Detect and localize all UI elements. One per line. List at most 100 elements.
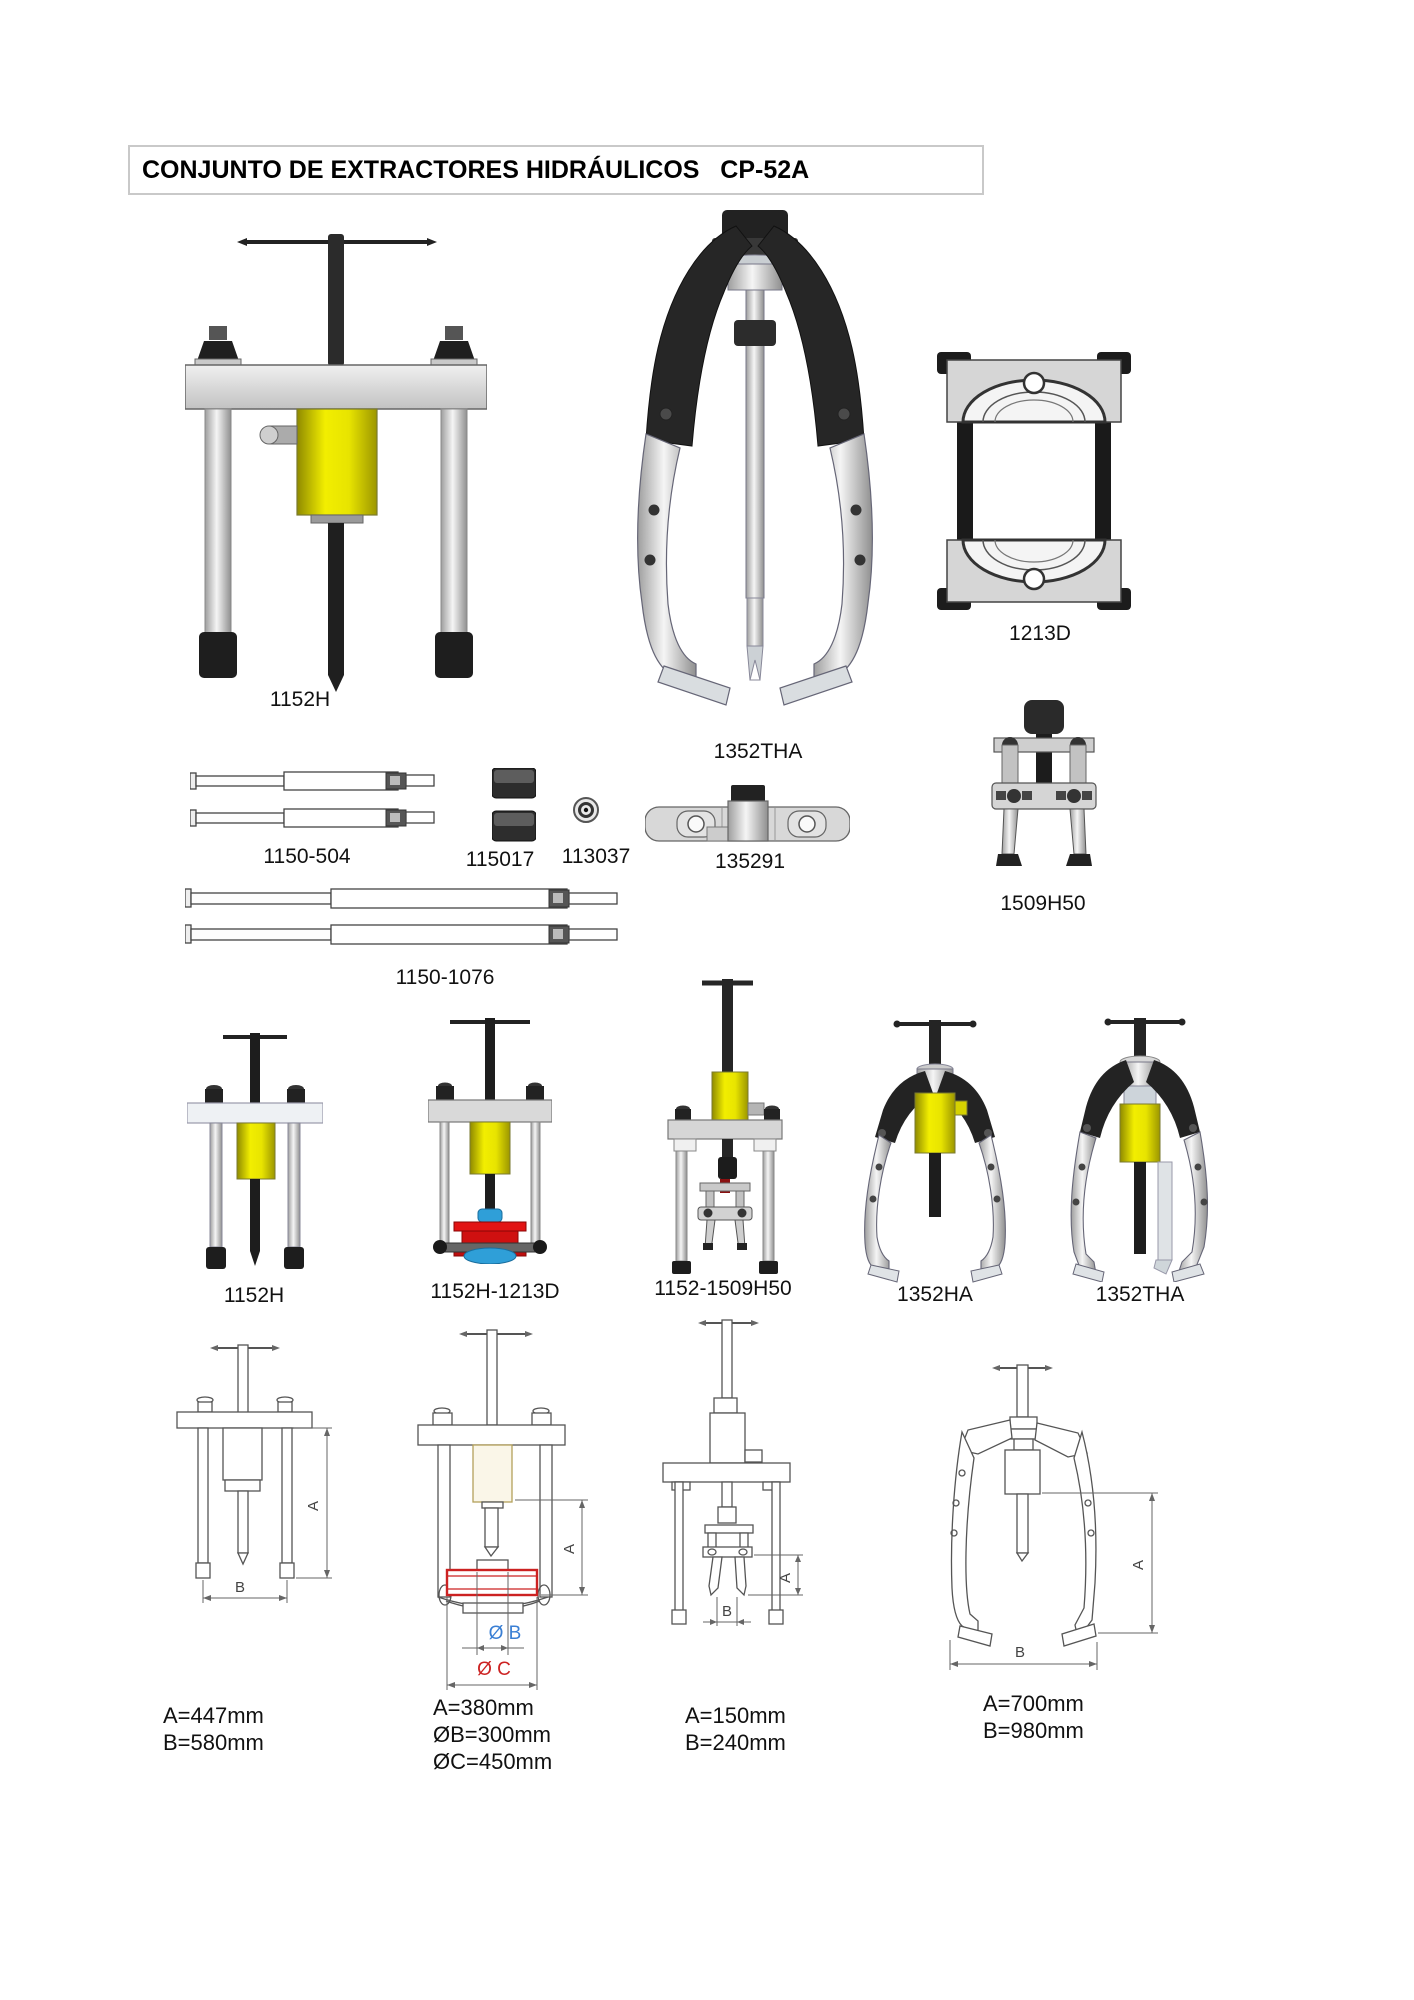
center-spindle (328, 523, 344, 692)
part-label: 1150-504 (263, 845, 351, 868)
line-drawing-2: A Ø B Ø C (417, 1329, 588, 1690)
part-label: 1352HA (897, 1283, 973, 1306)
puller-with-small-puller-illustration (667, 979, 783, 1274)
rod (185, 888, 618, 909)
drawing-1152h-dimensions: A B (152, 1340, 337, 1615)
spec-line: A=700mm (983, 1691, 1084, 1716)
hydraulic-cylinder (236, 1122, 276, 1180)
bolt-hole (687, 815, 705, 833)
spec-line: B=240mm (685, 1730, 786, 1755)
line-drawing-3: A B (662, 1319, 803, 1626)
top-plate (946, 359, 1122, 424)
press-nuts (205, 1085, 305, 1103)
outline (417, 1329, 566, 1614)
figure-1150-1076 (185, 885, 620, 951)
hydraulic-cylinder (469, 1121, 511, 1175)
body-plate (991, 782, 1097, 810)
hydraulic-cylinder (914, 1092, 956, 1154)
top-bar (993, 737, 1095, 753)
hydraulic-cylinder (259, 408, 378, 524)
long-rods-illustration (185, 888, 618, 945)
middle-leg (1153, 1161, 1173, 1275)
red-pulley-outline (445, 1568, 539, 1597)
dimension-a: A (294, 1427, 332, 1579)
t-handle (237, 234, 437, 366)
outline (662, 1319, 791, 1625)
puller-1352tha-illustration (637, 210, 873, 706)
press-nuts (194, 326, 478, 366)
rod (185, 924, 618, 945)
title-bar: CONJUNTO DE EXTRACTORES HIDRÁULICOS CP-5… (128, 145, 984, 195)
figure-1150-504 (190, 770, 448, 832)
figure-1152h-1213d (428, 1012, 552, 1264)
dimension-a: A (515, 1499, 588, 1596)
svg-text:B: B (235, 1579, 245, 1596)
figure-1213d (935, 350, 1133, 612)
nut-illustration (573, 797, 599, 823)
svg-text:B: B (722, 1603, 732, 1620)
legs (864, 1134, 1006, 1283)
figure-1152-1509h50 (660, 975, 790, 1275)
blue-hub (477, 1208, 503, 1223)
crossbar (667, 1119, 783, 1140)
page-title: CONJUNTO DE EXTRACTORES HIDRÁULICOS CP-5… (142, 155, 810, 184)
svg-text:Ø C: Ø C (477, 1659, 511, 1680)
dimension-b: B (202, 1579, 288, 1603)
svg-text:B: B (1015, 1644, 1025, 1661)
drawing-1152-1509h50-dimensions: A B (660, 1318, 805, 1630)
blue-disc (463, 1247, 517, 1264)
dimension-a: A (1042, 1492, 1158, 1634)
part-label: 115017 (465, 848, 535, 871)
figure-1352tha-mid (1060, 1012, 1210, 1282)
puller-1352ha-illustration (864, 1020, 1006, 1283)
part-label: 1509H50 (1000, 892, 1086, 915)
spec-1152-1509h50: A=150mm B=240mm (685, 1702, 786, 1756)
part-label: 113037 (561, 845, 631, 868)
line-drawing-4: A B (949, 1364, 1158, 1670)
figure-135291 (645, 785, 850, 843)
svg-text:A: A (561, 1544, 578, 1554)
separator-1213d-illustration (937, 352, 1131, 610)
spec-line: B=980mm (983, 1718, 1084, 1743)
center-spindle (745, 247, 765, 599)
part-label: 1152-1509H50 (654, 1277, 792, 1300)
outline (950, 1364, 1097, 1647)
figure-1152h-top (185, 228, 487, 710)
spacer-blocks-illustration (492, 768, 536, 842)
figure-1352ha (855, 1015, 1015, 1283)
puller-1152h-illustration (185, 234, 487, 692)
figure-115017 (492, 768, 536, 842)
knob (1024, 700, 1064, 734)
svg-text:A: A (1130, 1560, 1147, 1570)
legs (1070, 1131, 1209, 1282)
bottom-plate (946, 538, 1122, 603)
crossbar (185, 364, 487, 410)
legs (199, 408, 473, 678)
jaws (996, 808, 1092, 866)
drawing-1152h-1213d-dimensions: A Ø B Ø C (408, 1325, 593, 1695)
puller-1152h-small-illustration (187, 1033, 323, 1269)
rod (190, 808, 435, 828)
spec-line: ØC=450mm (433, 1749, 553, 1774)
beam-adapter-illustration (645, 785, 850, 842)
part-label: 1152H (223, 1284, 285, 1307)
spec-line: A=447mm (163, 1703, 264, 1728)
svg-text:A: A (777, 1573, 794, 1583)
center-boss (727, 785, 769, 842)
extension-rods-illustration (190, 771, 435, 828)
side-rods (957, 410, 1111, 552)
puller-with-pulley-illustration (428, 1018, 552, 1264)
black-arms (1080, 1060, 1200, 1138)
part-label: 1352THA (713, 740, 803, 763)
crossbar (428, 1099, 552, 1123)
line-drawing-1: A B (176, 1344, 332, 1603)
outline (176, 1344, 313, 1579)
crossbar (187, 1102, 323, 1124)
dimension-b: B (949, 1640, 1098, 1670)
svg-text:A: A (305, 1501, 322, 1511)
figure-1509h50 (988, 698, 1100, 878)
spec-1352: A=700mm B=980mm (983, 1690, 1084, 1744)
dimension-a: A (748, 1554, 803, 1596)
spec-line: B=580mm (163, 1730, 264, 1755)
